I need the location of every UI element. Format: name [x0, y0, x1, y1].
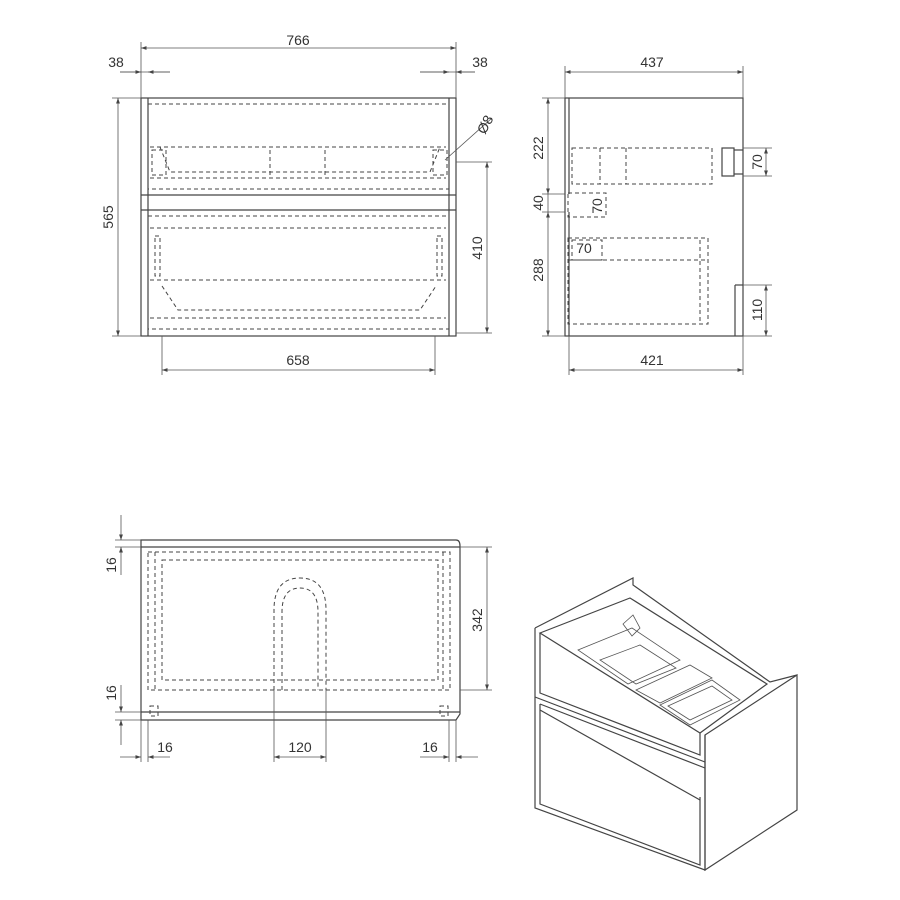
- bore-diameter-label: Ø8: [474, 112, 497, 136]
- iso-drawer-divider-b: [539, 703, 706, 769]
- iso-lower-drawer-groove: [539, 709, 701, 801]
- iso-drawer-opening: [538, 597, 769, 734]
- front-upper-drawer-hidden: [147, 103, 450, 190]
- side-lower-drawer-hidden: [567, 237, 709, 325]
- dim-bottom-panel: 16: [103, 685, 119, 701]
- front-upper-left-bore: [151, 149, 167, 176]
- dim-left-side: 16: [157, 739, 173, 755]
- front-lower-drawer-box: [161, 285, 437, 311]
- dim-gap-handle: 70: [589, 198, 605, 214]
- top-drawer-inner: [161, 559, 439, 681]
- side-gap-handle: [567, 192, 607, 218]
- iso-top-edges: [534, 577, 798, 683]
- front-view: 766 38 38 Ø8 565 410 658: [100, 32, 497, 375]
- side-view: 437 222 40 288 70 70 70 110 421: [530, 54, 772, 375]
- dim-left-overhang: 38: [108, 54, 124, 70]
- dim-drawer-height: 410: [469, 236, 485, 260]
- dim-bottom-offset: 110: [749, 299, 765, 322]
- dim-cutout-width: 120: [288, 739, 312, 755]
- dim-upper-height: 222: [530, 136, 546, 160]
- top-siphon-cutout-inner: [281, 587, 319, 690]
- dim-height: 565: [100, 205, 116, 229]
- top-siphon-cutout: [273, 577, 327, 690]
- dim-right-overhang: 38: [472, 54, 488, 70]
- dim-lower-handle: 70: [576, 240, 592, 256]
- top-drawer-hidden: [147, 551, 451, 691]
- side-lower-handle: [571, 239, 603, 261]
- dim-top-inner-depth: 342: [469, 608, 485, 632]
- dim-gap: 40: [530, 195, 546, 211]
- side-cabinet-outline: [564, 97, 744, 337]
- iso-compartment-left-inner: [599, 644, 677, 685]
- top-view: 16 342 16 16 120 16: [103, 515, 492, 762]
- dim-lower-height: 288: [530, 258, 546, 282]
- dim-side-depth: 437: [640, 54, 664, 70]
- dim-overall-width: 766: [286, 32, 310, 48]
- side-upper-drawer-hidden: [571, 147, 713, 185]
- top-left-foot: [149, 705, 159, 717]
- iso-compartment-left: [577, 627, 681, 685]
- dim-upper-handle: 70: [749, 154, 765, 170]
- front-upper-right-bore: [432, 149, 448, 176]
- iso-compartment-right-inner: [667, 685, 733, 721]
- top-right-foot: [439, 705, 449, 717]
- dim-right-side: 16: [422, 739, 438, 755]
- iso-compartment-right: [659, 679, 741, 726]
- front-lower-left-runner: [154, 235, 161, 277]
- bore-leader-line: [444, 117, 493, 161]
- iso-compartment-middle: [635, 664, 713, 704]
- front-upper-drawer-box: [159, 146, 441, 173]
- iso-lower-drawer-front: [539, 704, 701, 866]
- iso-bracket: [622, 614, 641, 637]
- front-lower-drawer-hidden: [147, 215, 450, 330]
- iso-drawer-divider: [534, 696, 706, 763]
- iso-side-panel: [704, 673, 798, 872]
- side-back-bracket: [721, 147, 735, 177]
- isometric-view: [534, 577, 798, 872]
- dim-top-panel: 16: [103, 557, 119, 573]
- dim-inner-width: 658: [286, 352, 310, 368]
- iso-upper-drawer-front: [539, 633, 701, 756]
- top-cabinet-outline: [140, 539, 461, 721]
- iso-front-outline: [534, 628, 706, 871]
- dim-side-inner-depth: 421: [640, 352, 664, 368]
- front-lower-right-runner: [436, 235, 443, 277]
- front-cabinet-outline: [140, 97, 457, 337]
